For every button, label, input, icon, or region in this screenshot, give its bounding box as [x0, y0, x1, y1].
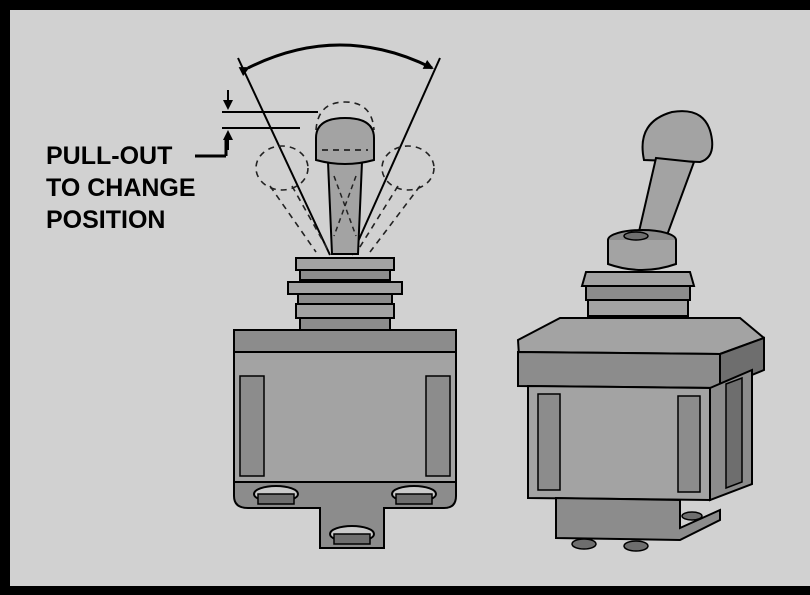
collar-base: [300, 318, 390, 330]
plate-front-face: [518, 352, 720, 388]
collar-thread-2: [300, 270, 390, 280]
callout-line-1: PULL-OUT: [46, 142, 172, 170]
body-front-right-rib: [678, 396, 700, 492]
perspective-collar-3: [588, 300, 688, 316]
bushing-hole: [624, 232, 648, 240]
mounting-plate: [234, 330, 456, 352]
terminal-screw-left: [254, 486, 298, 504]
callout-line-3: POSITION: [46, 206, 165, 234]
perspective-terminal-2: [624, 541, 648, 551]
body-side-right: [426, 376, 450, 476]
lever-shaft: [328, 162, 362, 254]
body-side-rib: [726, 378, 742, 488]
perspective-collar-1: [582, 272, 694, 286]
body-front-left-rib: [538, 394, 560, 490]
collar-thread-1: [296, 258, 394, 270]
lever-knob: [316, 118, 374, 164]
terminal-screw-center: [330, 526, 374, 544]
perspective-collar-2: [586, 286, 690, 300]
collar-thread-4: [296, 304, 394, 318]
collar-thread-3: [298, 294, 392, 304]
terminal-screw-right: [392, 486, 436, 504]
perspective-terminal-1: [572, 539, 596, 549]
perspective-terminal-3: [682, 512, 702, 520]
body-side-left: [240, 376, 264, 476]
bushing-sleeve: [608, 240, 676, 270]
switch-body: [234, 352, 456, 482]
callout-line-2: TO CHANGE: [46, 174, 196, 202]
collar-nut: [288, 282, 402, 294]
